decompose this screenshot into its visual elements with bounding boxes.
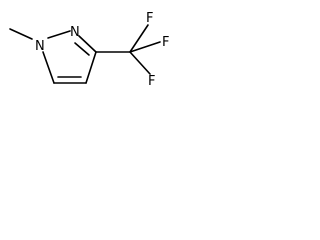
bond-methyl-n1: [9, 28, 33, 40]
bonds: [9, 24, 161, 84]
atom-label-n2: N: [70, 25, 80, 40]
bond-c5-n1: [42, 51, 55, 84]
structure-diagram: N N F F F: [9, 11, 169, 89]
bond-n1-n2: [47, 30, 71, 39]
bond-c-f-right: [129, 41, 161, 53]
atom-label-f-bottom: F: [148, 74, 155, 89]
bond-c3-c4: [85, 51, 97, 84]
bond-n2-c3: [78, 35, 97, 53]
bond-c-f-top: [129, 24, 149, 53]
atom-label-n1: N: [35, 39, 45, 54]
bond-n2-c3-inner: [74, 42, 90, 56]
atom-label-f-right: F: [162, 35, 169, 50]
bond-c-f-bottom: [129, 51, 151, 75]
atom-label-f-top: F: [146, 11, 153, 26]
atom-labels: N N F F F: [35, 11, 169, 89]
